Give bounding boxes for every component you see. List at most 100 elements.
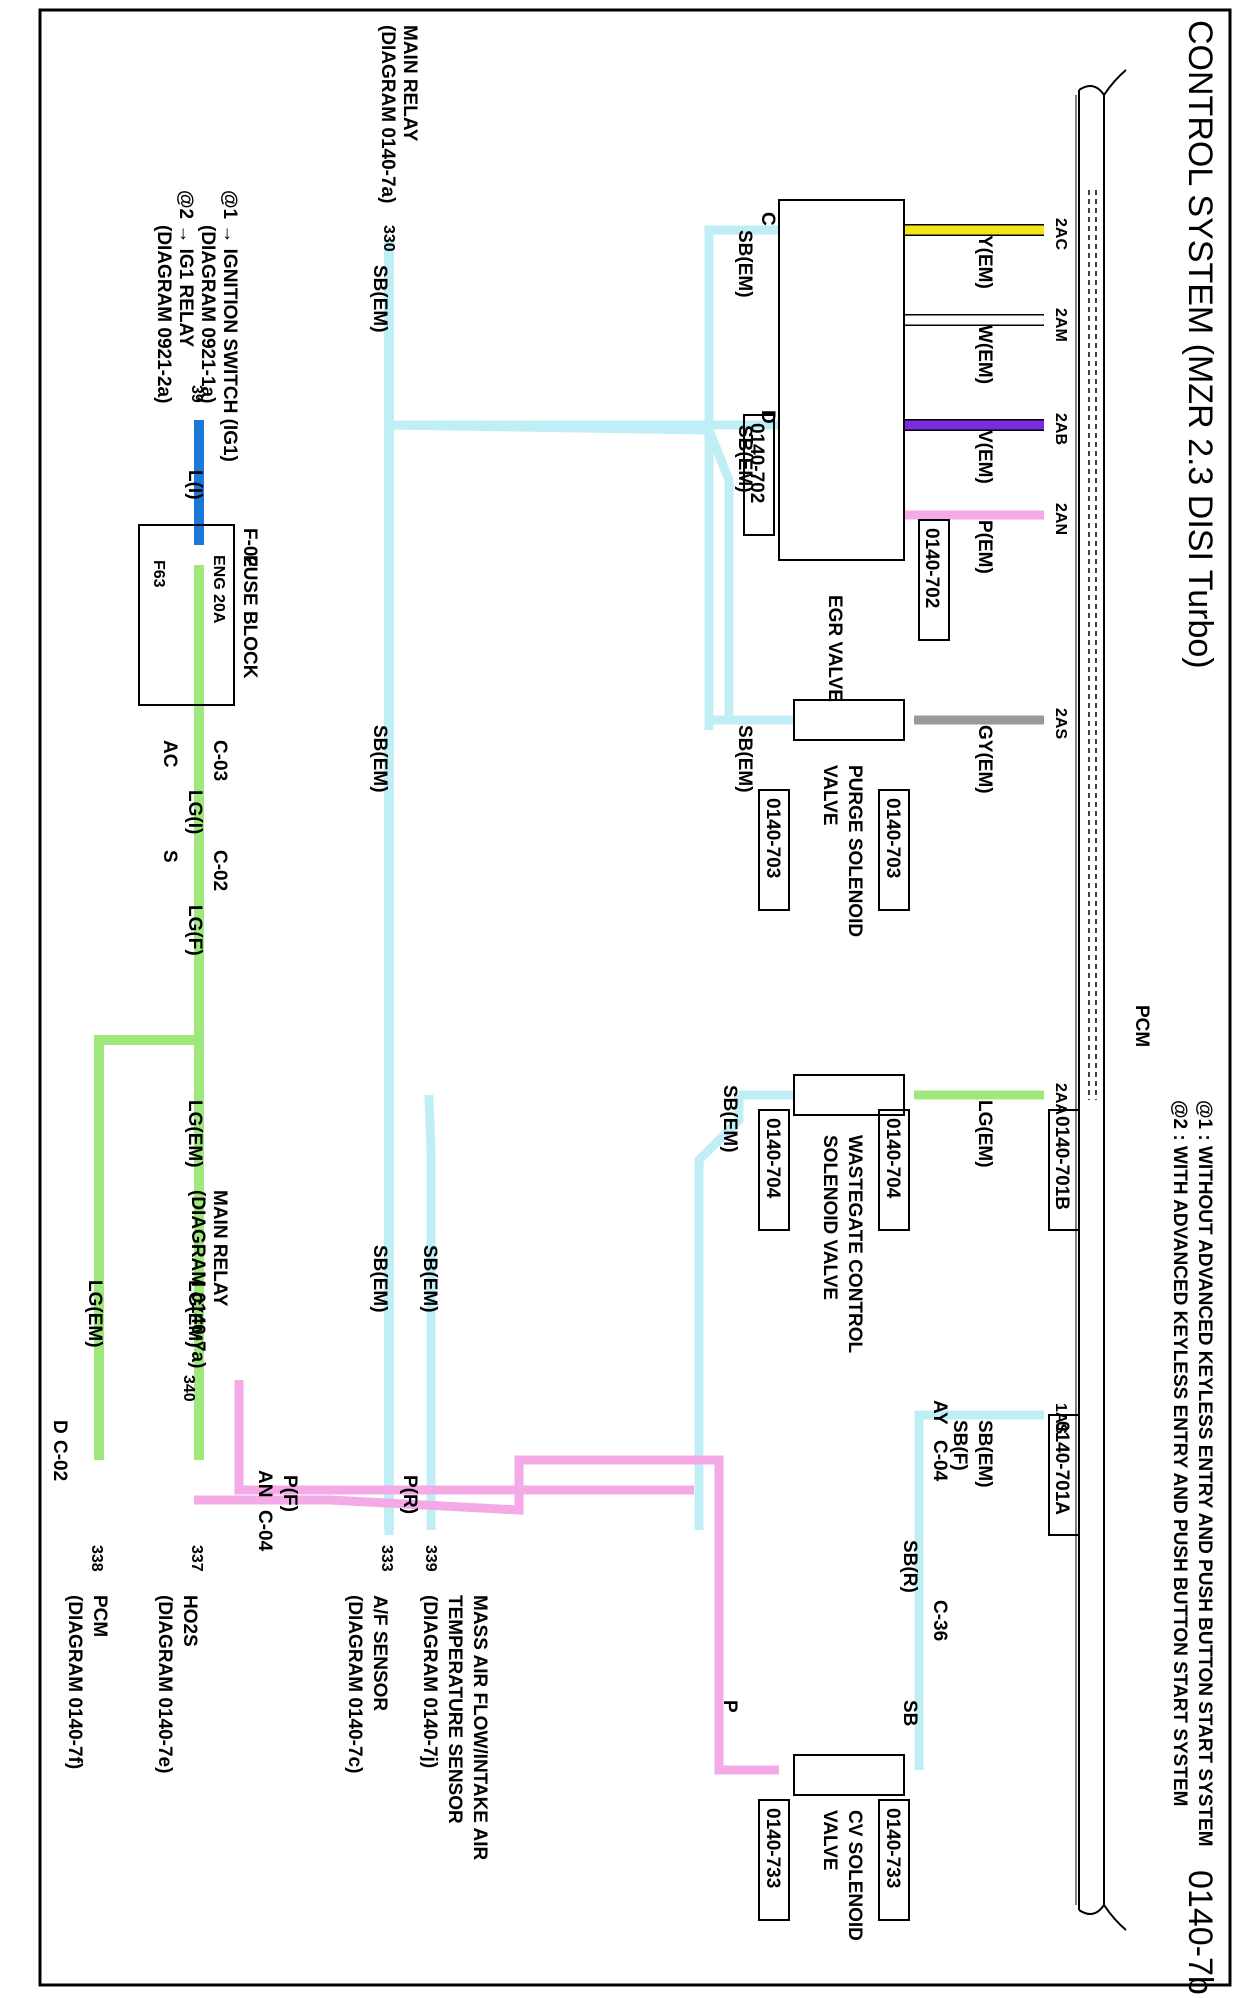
ho2s-line2: (DIAGRAM 0140-7e) bbox=[154, 1595, 175, 1773]
pcm-terminal-2aa: 2AA bbox=[1052, 1083, 1069, 1115]
pcm-body bbox=[1078, 69, 1127, 1931]
connector-c02b-name: C-02 bbox=[209, 850, 230, 891]
wire-p-cv bbox=[194, 1455, 779, 1775]
fuse-id: F63 bbox=[150, 560, 167, 588]
maf-ref: 339 bbox=[422, 1545, 439, 1572]
label-lg-em-3: LG(EM) bbox=[84, 1280, 105, 1348]
egr-connector-bottom: 0140-702 bbox=[746, 423, 767, 503]
label-sb-em-egr-c: SB(EM) bbox=[734, 230, 755, 298]
purge-valve-box bbox=[793, 699, 905, 741]
label-sb-em-purge: SB(EM) bbox=[734, 725, 755, 793]
label-lg-em-wg: LG(EM) bbox=[974, 1100, 995, 1168]
fuse-block-name: F-02 bbox=[239, 528, 260, 567]
fuse-rating: ENG 20A bbox=[210, 555, 227, 624]
wastegate-label-1: WASTEGATE CONTROL bbox=[844, 1135, 865, 1354]
main-relay-2-ref: 340 bbox=[180, 1375, 197, 1402]
pcm-terminal-2am: 2AM bbox=[1052, 308, 1069, 342]
connector-c02-pin: D bbox=[49, 1420, 70, 1434]
page-id: 0140-7b bbox=[1181, 1870, 1219, 1995]
label-lg-f: LG(F) bbox=[184, 905, 205, 956]
egr-connector-top: 0140-702 bbox=[921, 528, 942, 608]
wastegate-label-2: SOLENOID VALVE bbox=[819, 1135, 840, 1300]
ign-line2: (DIAGRAM 0921-1a) bbox=[197, 225, 218, 403]
cv-connector-top: 0140-733 bbox=[882, 1808, 903, 1888]
cv-connector-bottom: 0140-733 bbox=[762, 1808, 783, 1888]
label-p-em: P(EM) bbox=[974, 520, 995, 574]
label-sb-em-trunk-1: SB(EM) bbox=[369, 265, 390, 333]
egr-pin-d: D bbox=[757, 410, 778, 424]
pcm-terminal-2ac: 2AC bbox=[1052, 218, 1069, 250]
page-title: CONTROL SYSTEM (MZR 2.3 DISI Turbo) bbox=[1181, 20, 1219, 669]
pcm-ref-ref: 338 bbox=[88, 1545, 105, 1572]
af-line1: A/F SENSOR bbox=[369, 1595, 390, 1711]
connector-c03-pin: AC bbox=[159, 740, 180, 768]
label-sb-em-1as: SB(EM) bbox=[974, 1420, 995, 1488]
maf-line2: TEMPERATURE SENSOR bbox=[444, 1595, 465, 1824]
purge-connector-top: 0140-703 bbox=[882, 798, 903, 878]
label-w-em: W(EM) bbox=[974, 325, 995, 384]
af-ref: 333 bbox=[378, 1545, 395, 1572]
pcm-ref-line2: (DIAGRAM 0140-7f) bbox=[64, 1595, 85, 1769]
egr-valve-box bbox=[778, 199, 905, 561]
label-gy-em: GY(EM) bbox=[974, 725, 995, 794]
ign-line3: @2 → IG1 RELAY bbox=[175, 190, 196, 348]
label-p-f: P(F) bbox=[279, 1475, 300, 1512]
label-y-em: Y(EM) bbox=[974, 235, 995, 289]
label-sb-em-egr-d: SB(EM) bbox=[734, 425, 755, 493]
connector-c03-name: C-03 bbox=[209, 740, 230, 781]
ho2s-line1: HO2S bbox=[179, 1595, 200, 1647]
connector-c36-name: C-36 bbox=[929, 1600, 950, 1641]
connector-c04b-name: C-04 bbox=[254, 1510, 275, 1552]
wastegate-valve-box bbox=[793, 1074, 905, 1116]
purge-label-2: VALVE bbox=[819, 765, 840, 826]
label-sb-em-trunk-3: SB(EM) bbox=[369, 1245, 390, 1313]
label-p: P bbox=[719, 1700, 740, 1713]
pcm-terminal-2as: 2AS bbox=[1052, 708, 1069, 739]
note-1: @1 : WITHOUT ADVANCED KEYLESS ENTRY AND … bbox=[1194, 1100, 1215, 1847]
wastegate-connector-top: 0140-704 bbox=[882, 1118, 903, 1199]
af-line2: (DIAGRAM 0140-7c) bbox=[344, 1595, 365, 1773]
cv-label-2: VALVE bbox=[819, 1810, 840, 1871]
label-p-r: P(R) bbox=[399, 1475, 420, 1514]
pcm-connector-701b: 0140-701B bbox=[1051, 1116, 1072, 1210]
purge-connector-bottom: 0140-703 bbox=[762, 798, 783, 878]
egr-pin-c: C bbox=[757, 212, 778, 226]
main-relay-1-line1: MAIN RELAY bbox=[399, 25, 420, 142]
main-relay-2-line1: MAIN RELAY bbox=[209, 1190, 230, 1307]
note-2: @2 : WITH ADVANCED KEYLESS ENTRY AND PUS… bbox=[1169, 1100, 1190, 1806]
label-lg-em-1: LG(EM) bbox=[184, 1100, 205, 1168]
fuse-block-label: FUSE BLOCK bbox=[239, 555, 260, 679]
cv-valve-box bbox=[793, 1754, 905, 1796]
main-relay-1-ref: 330 bbox=[380, 225, 397, 252]
label-sb-em-maf: SB(EM) bbox=[419, 1245, 440, 1313]
label-lg-em-2: LG(EM) bbox=[184, 1280, 205, 1348]
pcm-terminal-2ab: 2AB bbox=[1052, 413, 1069, 445]
purge-label-1: PURGE SOLENOID bbox=[844, 765, 865, 937]
fuse-block-box bbox=[138, 524, 235, 706]
maf-line3: (DIAGRAM 0140-7j) bbox=[419, 1595, 440, 1768]
label-v-em: V(EM) bbox=[974, 430, 995, 484]
pcm-connector-701a: 0140-701A bbox=[1051, 1421, 1072, 1515]
label-lg-i: LG(I) bbox=[184, 790, 205, 834]
main-relay-1-line2: (DIAGRAM 0140-7a) bbox=[377, 25, 398, 203]
ign-line1: @1 → IGNITION SWITCH (IG1) bbox=[219, 190, 240, 462]
label-sb-em-trunk-2: SB(EM) bbox=[369, 725, 390, 793]
connector-c02b-pin: S bbox=[159, 850, 180, 863]
ign-line4: (DIAGRAM 0921-2a) bbox=[153, 225, 174, 403]
maf-line1: MASS AIR FLOW/INTAKE AIR bbox=[469, 1595, 490, 1861]
connector-c04-name: C-04 bbox=[929, 1440, 950, 1482]
page-frame bbox=[38, 8, 1232, 1987]
label-sb-f: SB(F) bbox=[949, 1420, 970, 1471]
main-relay-2-line2: (DIAGRAM 0140-7a) bbox=[187, 1190, 208, 1368]
ho2s-ref: 337 bbox=[188, 1545, 205, 1572]
label-sb-r: SB(R) bbox=[899, 1540, 920, 1593]
pcm-terminal-1as: 1AS bbox=[1052, 1403, 1069, 1434]
connector-c02-name: C-02 bbox=[49, 1440, 70, 1481]
connector-c04b-pin: AN bbox=[254, 1470, 275, 1497]
pcm-ref-line1: PCM bbox=[89, 1595, 110, 1637]
label-sb: SB bbox=[899, 1700, 920, 1726]
pcm-terminal-2an: 2AN bbox=[1052, 503, 1069, 535]
cv-label-1: CV SOLENOID bbox=[844, 1810, 865, 1941]
